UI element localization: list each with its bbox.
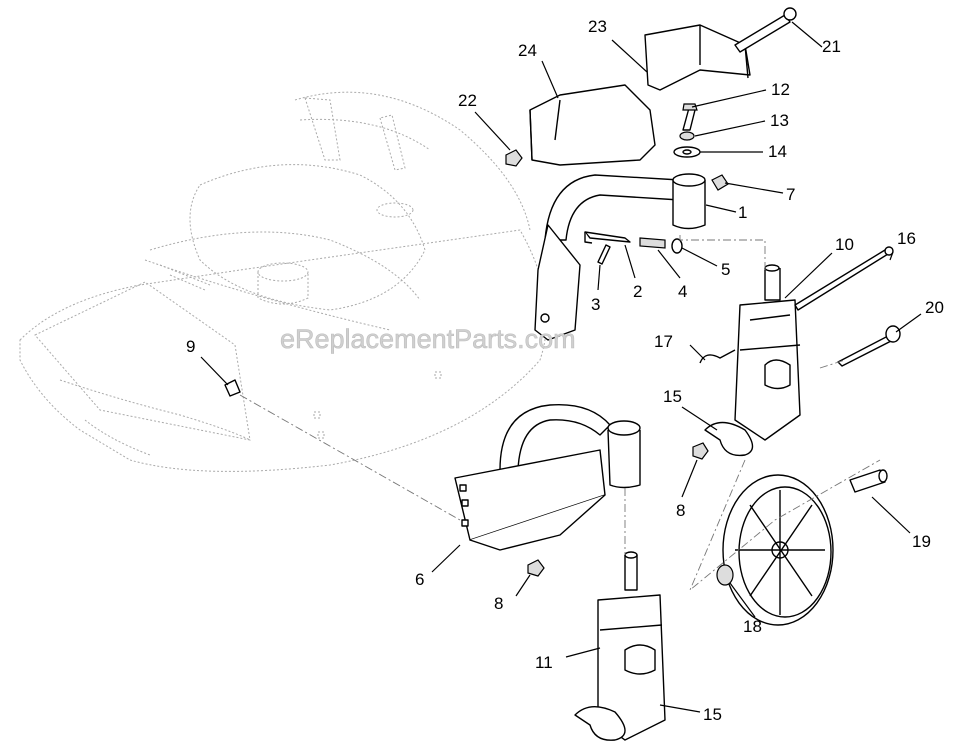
mower-deck-outline (19, 91, 548, 472)
wheel-assembly[interactable] (722, 474, 834, 626)
bolt-21[interactable] (734, 7, 797, 53)
callout-3: 3 (591, 295, 600, 314)
washer-5[interactable] (671, 238, 683, 254)
callout-22: 22 (458, 91, 477, 110)
handle-upper-bracket[interactable] (534, 174, 681, 341)
callout-24: 24 (518, 41, 537, 60)
bolt-12[interactable] (682, 103, 698, 131)
axle-19[interactable] (849, 469, 888, 493)
callout-14: 14 (768, 142, 787, 161)
callouts: 1 2 3 4 5 6 7 8 8 9 10 11 12 13 14 15 15… (186, 17, 944, 724)
leader-lines (200, 21, 922, 713)
callout-2: 2 (633, 282, 642, 301)
axle-bolt-16[interactable] (794, 246, 894, 311)
bushing-front[interactable] (607, 420, 641, 489)
shield-24[interactable] (529, 84, 656, 166)
nut-8-lower[interactable] (527, 559, 545, 577)
bracket-6[interactable] (454, 403, 611, 551)
hook-15-upper[interactable] (704, 421, 754, 457)
washer-14[interactable] (673, 146, 701, 158)
lever-2[interactable] (584, 231, 631, 244)
callout-10: 10 (835, 235, 854, 254)
pin-3[interactable] (597, 244, 611, 265)
assembly-lines (239, 235, 881, 591)
callout-15-upper: 15 (663, 387, 682, 406)
callout-18: 18 (743, 617, 762, 636)
callout-1: 1 (738, 203, 747, 222)
callout-8-lower: 8 (494, 594, 503, 613)
callout-8-upper: 8 (676, 501, 685, 520)
callout-16: 16 (897, 229, 916, 248)
callout-20: 20 (925, 298, 944, 317)
callout-7: 7 (786, 185, 795, 204)
callout-15-lower: 15 (703, 705, 722, 724)
nut-8-upper[interactable] (692, 442, 709, 460)
hairpin-clip-17[interactable] (699, 349, 736, 364)
callout-13: 13 (770, 111, 789, 130)
callout-17: 17 (654, 332, 673, 351)
hook-15-lower[interactable] (574, 706, 626, 741)
lockwasher-13[interactable] (679, 131, 695, 141)
callout-6: 6 (415, 570, 424, 589)
callout-4: 4 (678, 282, 687, 301)
bushing-1[interactable] (672, 173, 706, 230)
height-adjuster-11[interactable] (597, 551, 666, 741)
callout-19: 19 (912, 532, 931, 551)
height-adjuster-10[interactable] (734, 264, 801, 441)
callout-12: 12 (771, 80, 790, 99)
callout-21: 21 (822, 37, 841, 56)
callout-5: 5 (721, 260, 730, 279)
watermark: eReplacementParts.com (280, 324, 576, 354)
bolt-20[interactable] (837, 325, 901, 367)
spring-4[interactable] (639, 237, 666, 249)
callout-11: 11 (535, 653, 553, 672)
nut-22[interactable] (505, 149, 523, 167)
callout-23: 23 (588, 17, 607, 36)
screw-9[interactable] (224, 379, 241, 397)
cap-18[interactable] (716, 564, 734, 586)
shield-23[interactable] (644, 24, 751, 91)
callout-9: 9 (186, 337, 195, 356)
